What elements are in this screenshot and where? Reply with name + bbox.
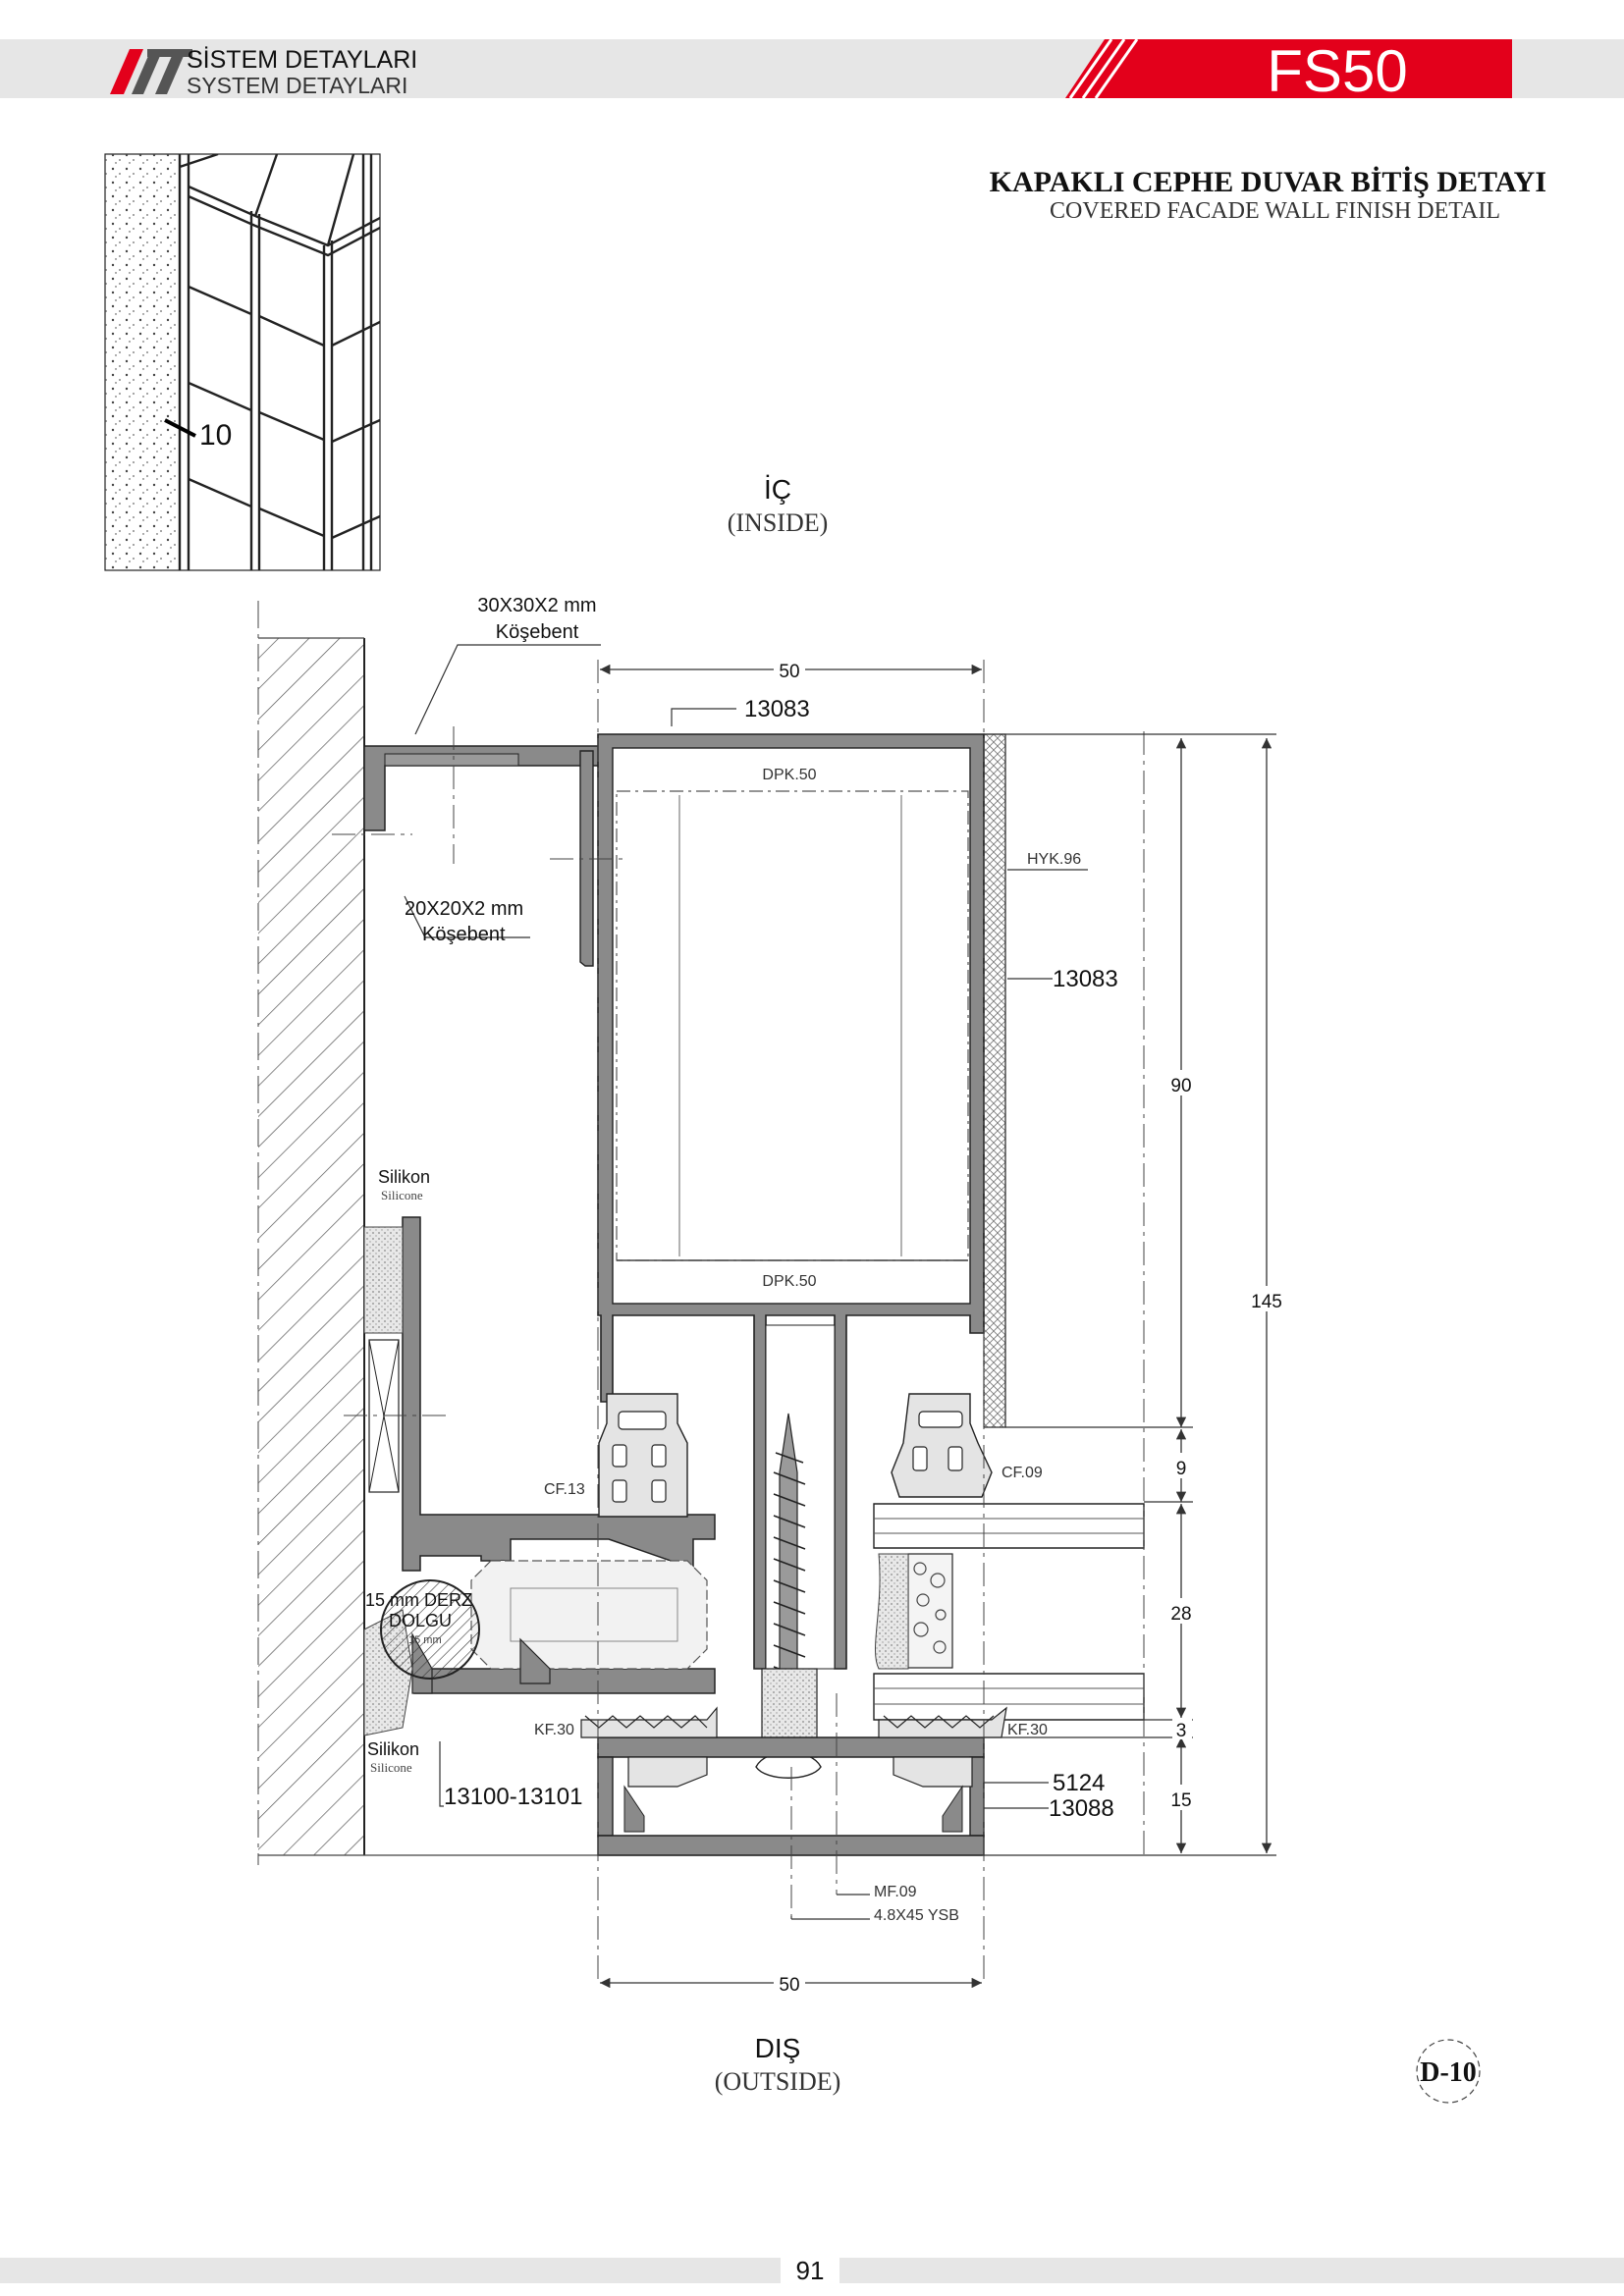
label-angle-large-size: 30X30X2 mm: [477, 595, 596, 616]
header-title-en: SYSTEM DETAYLARI: [187, 73, 407, 98]
gasket-cf13: [598, 1393, 688, 1518]
label-joint-line1: 15 mm DERZ: [365, 1590, 472, 1610]
label-cover-inner: 5124: [1053, 1770, 1105, 1796]
gasket-kf30-right: [878, 1706, 1007, 1738]
outside-label-tr: DIŞ: [755, 2033, 801, 2063]
label-dpk-top: DPK.50: [762, 767, 816, 783]
series-badge: FS50: [1065, 38, 1512, 104]
page-number: 91: [796, 2256, 825, 2285]
label-silicone-tr-1: Silikon: [378, 1167, 430, 1187]
label-silicone-en-2: Silicone: [370, 1760, 412, 1775]
label-silicone-en-1: Silicone: [381, 1188, 423, 1202]
joint-filler: [380, 1579, 480, 1680]
detail-code-badge: D-10: [1416, 2039, 1481, 2104]
dim-90: 90: [1170, 1076, 1191, 1096]
dim-width-bottom: 50: [779, 1975, 799, 1996]
concrete-wall-section: [257, 601, 982, 1865]
thumbnail-callout: 10: [199, 419, 232, 452]
label-cf-left: CF.13: [544, 1481, 585, 1498]
section-drawing: [257, 601, 1145, 1983]
label-joint-line2: DOLGU: [389, 1611, 452, 1630]
angle-20x20: [579, 750, 594, 967]
label-profile-wall: 13100-13101: [444, 1784, 582, 1810]
header-title-tr: SİSTEM DETAYLARI: [187, 45, 417, 74]
silicone-top: [363, 1226, 404, 1334]
wall-profile-13100: [402, 1216, 716, 1694]
center-lines: [332, 660, 1145, 1983]
inside-label-tr: İÇ: [764, 474, 791, 505]
series-code: FS50: [1267, 38, 1407, 104]
detail-code: D-10: [1420, 2057, 1477, 2088]
mullion-profile-13083: [597, 733, 985, 1670]
dim-28: 28: [1170, 1604, 1191, 1625]
label-kf-left: KF.30: [534, 1722, 574, 1738]
dim-3: 3: [1176, 1721, 1187, 1741]
insulation-hyk96: [983, 733, 1006, 1428]
concrete-wall: [105, 154, 180, 570]
header: SİSTEM DETAYLARI SYSTEM DETAYLARI FS50: [0, 38, 1624, 104]
label-cover-outer: 13088: [1049, 1795, 1114, 1822]
dim-15: 15: [1170, 1790, 1191, 1811]
label-kf-right: KF.30: [1007, 1722, 1048, 1738]
label-profile-top: 13083: [744, 696, 810, 722]
label-silicone-tr-2: Silikon: [367, 1739, 419, 1759]
outside-label-en: (OUTSIDE): [715, 2067, 841, 2096]
leader-lines: [404, 644, 1088, 1920]
gasket-cf09: [891, 1393, 993, 1498]
brand-logo: [110, 49, 192, 94]
screw-4-8x45: [755, 1413, 822, 1779]
label-hyk: HYK.96: [1027, 851, 1081, 868]
facade-grid: [178, 154, 380, 570]
label-profile-right: 13083: [1053, 966, 1118, 992]
label-screw: 4.8X45 YSB: [874, 1907, 959, 1924]
page-number-box: [781, 2254, 839, 2287]
callout-leader: [164, 418, 196, 438]
facade-thumbnail: 10: [104, 153, 381, 571]
dimension-labels: 50 50 90 145 9 28 3 15: [774, 656, 1288, 1996]
dim-9: 9: [1176, 1459, 1187, 1479]
detail-title-tr: KAPAKLI CEPHE DUVAR BİTİŞ DETAYI: [990, 166, 1546, 198]
detail-title-en: COVERED FACADE WALL FINISH DETAIL: [1050, 198, 1500, 224]
footer: 91: [0, 2254, 1624, 2287]
glass-unit: [873, 1503, 1145, 1721]
inside-label-en: (INSIDE): [728, 508, 829, 537]
dim-145: 145: [1251, 1292, 1282, 1312]
component-labels: 30X30X2 mm Köşebent 13083 DPK.50 DPK.50 …: [365, 595, 1118, 1924]
label-mf: MF.09: [874, 1884, 917, 1900]
dim-width-top: 50: [779, 662, 799, 682]
label-dpk-bottom: DPK.50: [762, 1273, 816, 1290]
label-angle-small-size: 20X20X2 mm: [405, 898, 523, 920]
label-angle-small-name: Köşebent: [422, 924, 506, 945]
angle-30x30: [363, 741, 612, 831]
label-joint-line3: 15 mm: [408, 1634, 442, 1646]
label-angle-large-name: Köşebent: [496, 621, 579, 643]
label-cf-right: CF.09: [1001, 1465, 1043, 1481]
